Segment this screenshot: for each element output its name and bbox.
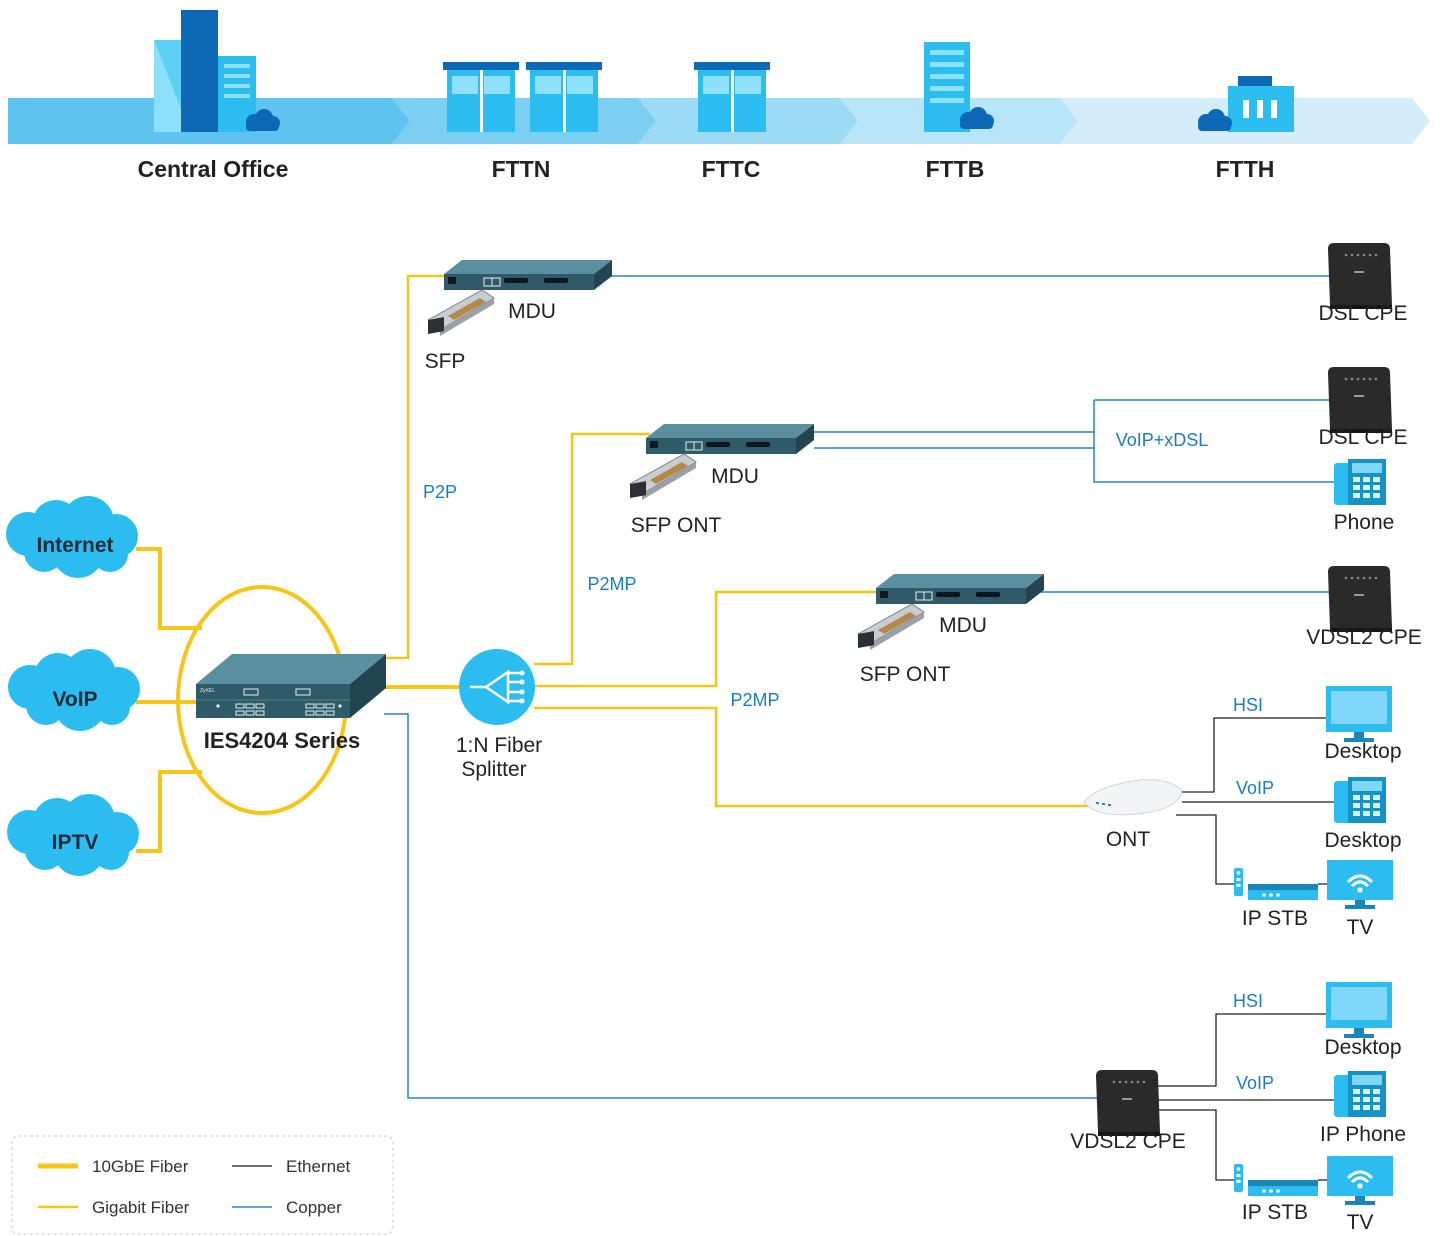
desktop-label: Desktop — [1324, 1036, 1401, 1059]
sfp-ont-label: SFP ONT — [631, 514, 722, 537]
phone-label: Phone — [1334, 511, 1395, 534]
tv-label: TV — [1347, 916, 1374, 939]
mdu-label: MDU — [508, 300, 556, 323]
link-labels: P2P P2MP P2MP — [423, 482, 780, 710]
service-cloud-voip[interactable]: VoIP — [8, 649, 140, 731]
branch-ftth-ont: ONT HSI VoIP Desktop Desktop IP STB TV — [1083, 686, 1402, 939]
fiber-link-p2p — [384, 274, 448, 660]
cpe-router-icon[interactable] — [1328, 243, 1392, 309]
core-brand-label: ZyXEL — [200, 688, 215, 694]
link-label-p2mp-upper: P2MP — [587, 574, 636, 594]
hsi-label: HSI — [1233, 991, 1263, 1011]
cpe-router-icon[interactable] — [1328, 566, 1392, 632]
voip-label: VoIP — [1236, 1073, 1274, 1093]
vdsl2-cpe-label: VDSL2 CPE — [1306, 626, 1422, 649]
mdu-label: MDU — [711, 465, 759, 488]
deployment-banner: Central Office FTTN FTTC FTTB FTTH — [8, 10, 1430, 182]
tv-icon[interactable] — [1325, 1154, 1395, 1207]
link-label-p2mp-lower: P2MP — [730, 690, 779, 710]
desktop-icon[interactable] — [1326, 686, 1392, 742]
sfp-label: SFP — [425, 350, 466, 373]
sfp-icon[interactable] — [629, 453, 697, 501]
fiber-link-p2mp-mdu2 — [534, 432, 650, 666]
desktop-label: Desktop — [1324, 740, 1401, 763]
fiber-link-internet — [136, 547, 202, 630]
service-cloud-internet[interactable]: Internet — [6, 496, 138, 578]
switch-icon: ZyXEL — [196, 654, 386, 718]
legend-label-gigabit-fiber: Gigabit Fiber — [92, 1198, 190, 1217]
ont-label: ONT — [1106, 828, 1151, 851]
cpe-router-icon[interactable] — [1328, 367, 1392, 433]
splitter-label-line1: 1:N Fiber — [456, 734, 542, 757]
fiber-link-iptv — [136, 770, 202, 853]
voip-label: VoIP — [1236, 778, 1274, 798]
vdsl2-cpe-label: VDSL2 CPE — [1070, 1130, 1186, 1153]
building-icon — [924, 42, 994, 132]
core-switch-label: IES4204 Series — [204, 728, 361, 753]
hsi-label: HSI — [1233, 695, 1263, 715]
dsl-cpe-label: DSL CPE — [1318, 302, 1407, 325]
building-icon — [1198, 76, 1294, 132]
switch-icon[interactable] — [443, 259, 613, 291]
desktop-icon[interactable] — [1326, 982, 1392, 1038]
phone-icon[interactable] — [1334, 1071, 1386, 1117]
ip-stb-label: IP STB — [1242, 1201, 1308, 1224]
set-top-box-icon[interactable] — [1234, 1164, 1318, 1196]
sfp-ont-label: SFP ONT — [860, 663, 951, 686]
mdu-label: MDU — [939, 614, 987, 637]
cpe-router-icon[interactable] — [1096, 1070, 1160, 1136]
legend-label-10gbe-fiber: 10GbE Fiber — [92, 1157, 189, 1176]
core-switch[interactable]: ZyXEL IES4204 Series — [196, 654, 386, 753]
fiber-link-p2mp-ont — [534, 706, 1094, 808]
service-label-iptv: IPTV — [52, 831, 99, 854]
dsl-cpe-label: DSL CPE — [1318, 426, 1407, 449]
splitter-label-line2: Splitter — [461, 758, 526, 781]
branch-fttn: MDU SFP DSL CPE — [425, 243, 1408, 373]
building-icon — [443, 62, 602, 132]
branch-vdsl: VDSL2 CPE HSI VoIP Desktop IP Phone IP S… — [1070, 982, 1406, 1234]
desktop-label: Desktop — [1324, 829, 1401, 852]
copper-links — [384, 275, 1336, 1099]
switch-icon[interactable] — [875, 573, 1045, 605]
legend: 10GbE Fiber Ethernet Gigabit Fiber Coppe… — [11, 1135, 394, 1235]
ethernet-links — [1154, 717, 1336, 1181]
set-top-box-icon[interactable] — [1234, 868, 1318, 900]
tv-icon[interactable] — [1325, 858, 1395, 911]
fiber-links — [136, 274, 1094, 853]
service-label-internet: Internet — [36, 534, 113, 557]
switch-icon[interactable] — [645, 423, 815, 455]
fiber-link-p2mp-mdu3 — [534, 590, 880, 688]
stage-label-ftth: FTTH — [1216, 156, 1275, 182]
ip-stb-label: IP STB — [1242, 907, 1308, 930]
service-clouds: Internet VoIP IPTV — [6, 496, 140, 876]
voip-xdsl-label: VoIP+xDSL — [1116, 430, 1209, 450]
legend-label-ethernet: Ethernet — [286, 1157, 351, 1176]
phone-icon[interactable] — [1334, 777, 1386, 823]
service-cloud-iptv[interactable]: IPTV — [7, 794, 139, 876]
phone-icon[interactable] — [1334, 459, 1386, 505]
fiber-splitter[interactable]: 1:N Fiber Splitter — [456, 649, 542, 781]
splitter-icon — [459, 649, 535, 725]
legend-label-copper: Copper — [286, 1198, 342, 1217]
ip-phone-label: IP Phone — [1320, 1123, 1406, 1146]
sfp-icon[interactable] — [427, 289, 495, 337]
building-icon — [154, 10, 280, 132]
tv-label: TV — [1347, 1211, 1374, 1234]
stage-label-fttc: FTTC — [702, 156, 761, 182]
branch-fttc: MDU SFP ONT VoIP+xDSL DSL CPE Phone — [629, 367, 1408, 537]
ont-icon[interactable] — [1083, 779, 1183, 816]
stage-label-fttn: FTTN — [492, 156, 551, 182]
stage-label-fttb: FTTB — [926, 156, 985, 182]
stage-label-central-office: Central Office — [138, 156, 289, 182]
service-label-voip: VoIP — [52, 688, 97, 711]
link-label-p2p: P2P — [423, 482, 457, 502]
building-icon — [694, 62, 770, 132]
branch-fttb: MDU SFP ONT VDSL2 CPE — [857, 566, 1422, 686]
sfp-icon[interactable] — [857, 603, 925, 651]
